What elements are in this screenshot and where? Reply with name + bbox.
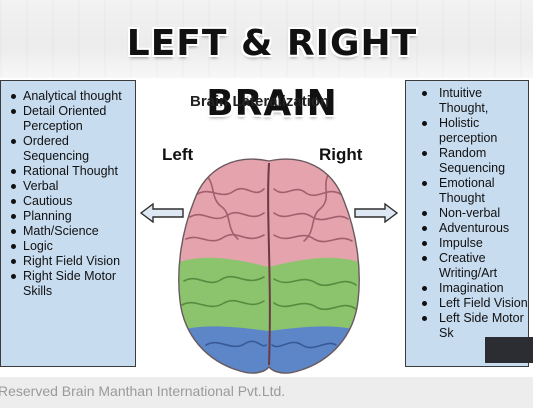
video-overlay-corner	[485, 337, 533, 363]
header-background	[0, 0, 533, 78]
list-item: Adventurous	[408, 221, 528, 236]
list-item: Planning	[5, 209, 135, 224]
list-item: Math/Science	[5, 224, 135, 239]
brain-illustration	[178, 158, 360, 374]
left-hemisphere-label: Left	[162, 145, 194, 164]
list-item: Ordered Sequencing	[5, 134, 135, 164]
right-traits-panel: Intuitive Thought, Holistic perception R…	[405, 80, 529, 367]
copyright-text: Reserved Brain Manthan International Pvt…	[0, 383, 286, 399]
arrow-left-icon	[139, 203, 184, 223]
list-item: Right Side Motor Skills	[5, 269, 135, 299]
main-title: LEFT & RIGHT BRAIN	[126, 23, 418, 124]
arrow-right-icon	[354, 203, 399, 223]
left-traits-list: Analytical thought Detail Oriented Perce…	[1, 81, 135, 299]
list-item: Imagination	[408, 281, 528, 296]
right-hemisphere-label: Right	[319, 145, 363, 164]
list-item: Rational Thought	[5, 164, 135, 179]
list-item: Holistic perception	[408, 116, 528, 146]
list-item: Impulse	[408, 236, 528, 251]
list-item: Non-verbal	[408, 206, 528, 221]
list-item: Verbal	[5, 179, 135, 194]
list-item: Detail Oriented Perception	[5, 104, 135, 134]
list-item: Logic	[5, 239, 135, 254]
list-item: Random Sequencing	[408, 146, 528, 176]
list-item: Creative Writing/Art	[408, 251, 528, 281]
list-item: Right Field Vision	[5, 254, 135, 269]
header-texture	[0, 0, 533, 78]
footer-bar: Reserved Brain Manthan International Pvt…	[0, 377, 533, 408]
list-item: Emotional Thought	[408, 176, 528, 206]
left-traits-panel: Analytical thought Detail Oriented Perce…	[0, 80, 136, 367]
list-item: Analytical thought	[5, 89, 135, 104]
list-item: Cautious	[5, 194, 135, 209]
list-item: Left Field Vision	[408, 296, 528, 311]
right-traits-list: Intuitive Thought, Holistic perception R…	[406, 81, 528, 341]
list-item: Left Side Motor Sk	[408, 311, 528, 341]
diagram-title: Brain Lateralization	[190, 93, 330, 110]
list-item: Intuitive Thought,	[408, 86, 528, 116]
